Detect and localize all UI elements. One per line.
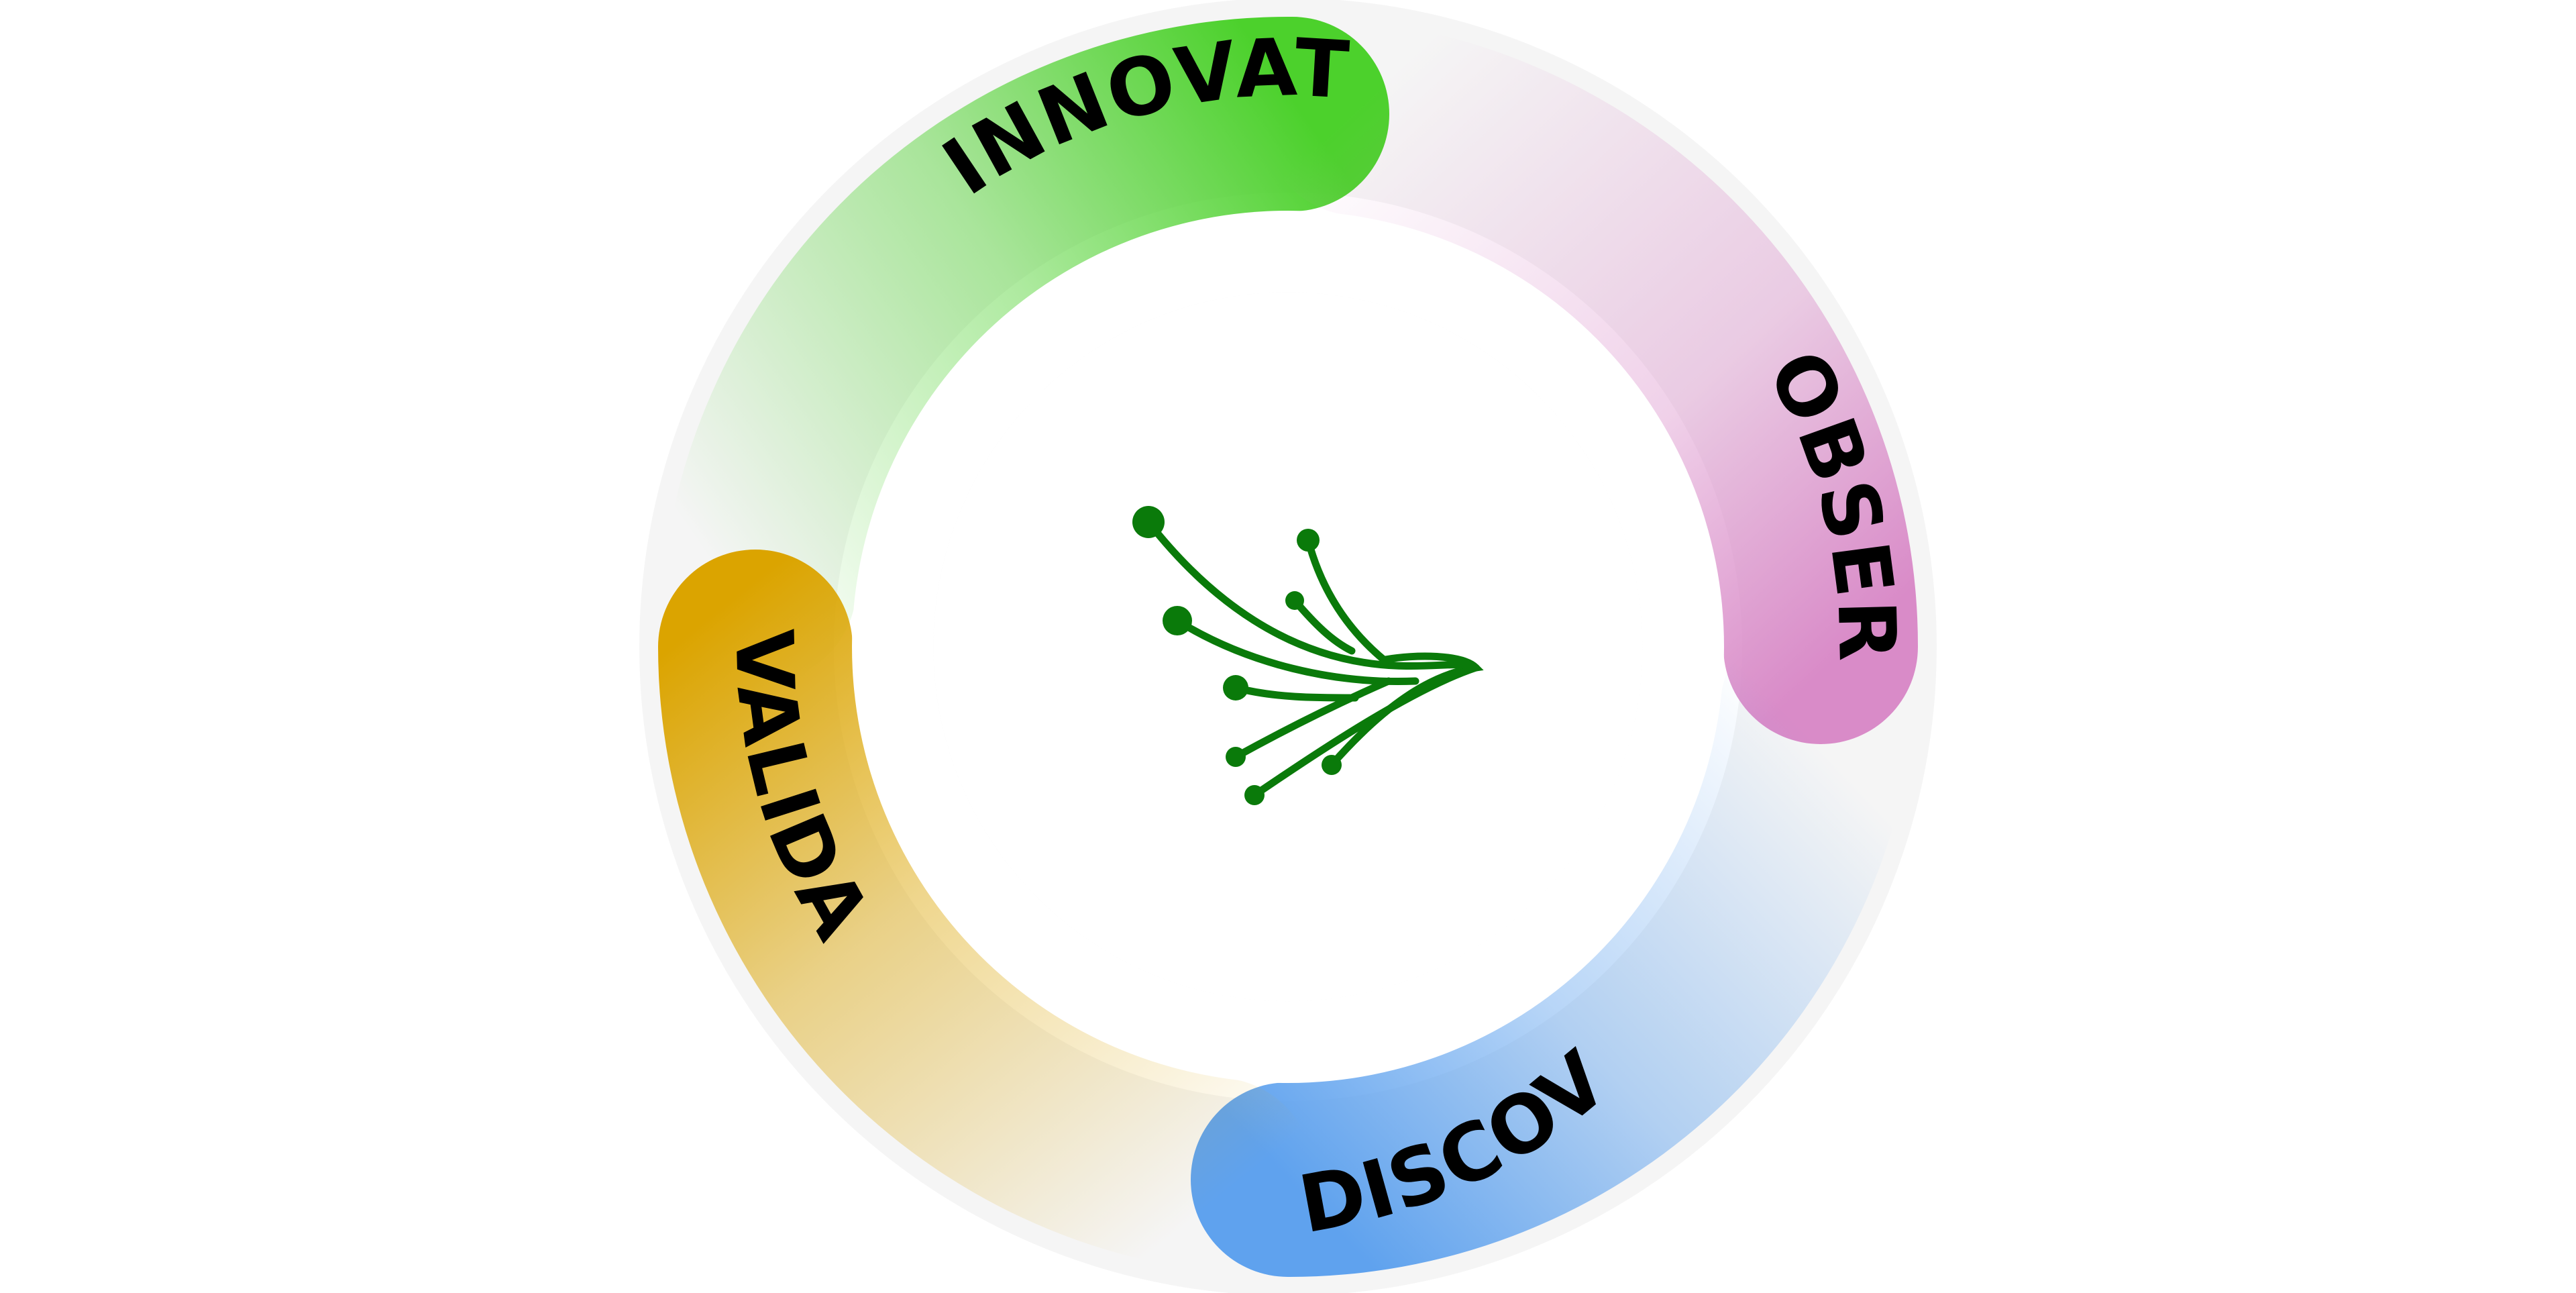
segment-innovate bbox=[661, 16, 1389, 683]
segment-validate bbox=[658, 550, 1314, 1273]
circuit-leaf-logo bbox=[1132, 506, 1484, 805]
segment-discover bbox=[1191, 611, 1916, 1278]
segment-observe bbox=[1262, 21, 1919, 744]
center-disc bbox=[934, 293, 1642, 1001]
